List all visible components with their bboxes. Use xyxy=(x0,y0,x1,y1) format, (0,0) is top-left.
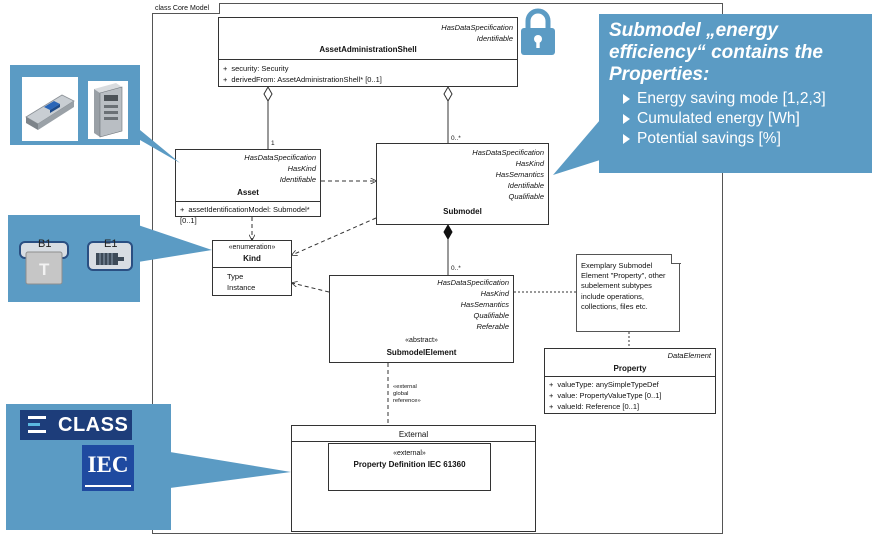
class-submodel-element[interactable]: HasDataSpecification HasKind HasSemantic… xyxy=(329,275,514,363)
attribute-row: +valueId: Reference [0..1] xyxy=(549,402,640,411)
package-title: External xyxy=(398,430,429,439)
type-letter: T xyxy=(39,260,50,279)
lock-icon xyxy=(521,8,555,55)
attribute-list: +assetIdentificationModel: Submodel* [0.… xyxy=(176,201,320,225)
attribute-list: +valueType: anySimpleTypeDef +value: Pro… xyxy=(545,376,715,414)
attribute-row: +derivedFrom: AssetAdministrationShell* … xyxy=(223,75,382,84)
class-name: Asset xyxy=(237,188,259,197)
multiplicity-asset: 1 xyxy=(271,140,275,147)
abstract-marker: «abstract» xyxy=(405,337,438,344)
stereotype-identifiable: Identifiable xyxy=(507,181,544,190)
class-property[interactable]: DataElement Property +valueType: anySimp… xyxy=(544,348,716,414)
attribute-row: +assetIdentificationModel: Submodel* [0.… xyxy=(180,205,310,225)
attribute-list: +security: Security +derivedFrom: AssetA… xyxy=(219,59,517,88)
instance-tag-icon xyxy=(87,241,133,271)
stereotype-haskind: HasKind xyxy=(515,159,544,168)
class-name: Property Definition IEC 61360 xyxy=(353,460,466,469)
stereotype-external: «external» xyxy=(393,450,426,457)
list-item: Energy saving mode [1,2,3] xyxy=(609,89,862,109)
stereotype-haskind: HasKind xyxy=(287,164,316,173)
frame-title: class Core Model xyxy=(152,3,221,14)
callout-title: Submodel „energy efficiency“ contains th… xyxy=(609,20,823,85)
literal-type: Type xyxy=(227,272,244,281)
callout-submodel-energy: Submodel „energy efficiency“ contains th… xyxy=(599,14,872,173)
type-tag-label: B1 xyxy=(38,238,52,250)
list-item: Cumulated energy [Wh] xyxy=(609,109,862,129)
class-name: Submodel xyxy=(443,207,482,216)
attribute-row: +valueType: anySimpleTypeDef xyxy=(549,380,659,389)
iec-logo: IEC xyxy=(82,445,134,491)
stereotype-hasdataspecification: HasDataSpecification xyxy=(472,148,544,157)
stereotype-hasdataspecification: HasDataSpecification xyxy=(244,153,316,162)
class-name: AssetAdministrationShell xyxy=(319,45,417,54)
literal-list: Type Instance xyxy=(213,267,291,296)
class-name: Kind xyxy=(243,254,261,263)
stereotype-hassemantics: HasSemantics xyxy=(495,170,544,179)
class-diagram-frame xyxy=(152,3,723,534)
stereotype-hassemantics: HasSemantics xyxy=(460,300,509,309)
instance-tag-label: E1 xyxy=(104,238,118,250)
literal-instance: Instance xyxy=(227,283,256,292)
stereotype-identifiable: Identifiable xyxy=(279,175,316,184)
stereotype-identifiable: Identifiable xyxy=(476,34,513,43)
attribute-row: +security: Security xyxy=(223,64,289,73)
stereotype-hasdataspecification: HasDataSpecification xyxy=(441,23,513,32)
multiplicity-element: 0..* xyxy=(451,265,461,272)
stereotype-dataelement: DataElement xyxy=(667,351,711,360)
enum-kind[interactable]: «enumeration» Kind Type Instance xyxy=(212,240,292,296)
controller-product-image xyxy=(88,81,128,139)
class-name: Property xyxy=(613,364,647,373)
class-submodel[interactable]: HasDataSpecification HasKind HasSemantic… xyxy=(376,143,549,225)
stereotype-referable: Referable xyxy=(476,322,509,331)
type-tag-icon xyxy=(19,241,69,285)
callout-property-list: Energy saving mode [1,2,3] Cumulated ene… xyxy=(609,89,862,149)
multiplicity-submodel: 0..* xyxy=(451,135,461,142)
stereotype-haskind: HasKind xyxy=(480,289,509,298)
stereotype-hasdataspecification: HasDataSpecification xyxy=(437,278,509,287)
reference-label: «external global reference» xyxy=(393,384,421,404)
class-property-definition[interactable]: «external» Property Definition IEC 61360 xyxy=(328,443,491,491)
class-name: SubmodelElement xyxy=(386,348,457,357)
eclass-logo: CLASS xyxy=(20,410,132,440)
class-asset[interactable]: HasDataSpecification HasKind Identifiabl… xyxy=(175,149,321,225)
note-fold-corner xyxy=(671,253,682,264)
stereotype-qualifiable: Qualifiable xyxy=(473,311,509,320)
linear-axis-product-image xyxy=(22,77,78,141)
stereotype-enumeration: «enumeration» xyxy=(228,244,276,251)
note-exemplary-property: Exemplary Submodel Element "Property", o… xyxy=(576,254,680,332)
class-asset-administration-shell[interactable]: HasDataSpecification Identifiable AssetA… xyxy=(218,17,518,87)
attribute-row: +value: PropertyValueType [0..1] xyxy=(549,391,662,400)
list-item: Potential savings [%] xyxy=(609,129,862,149)
eclass-mark-icon xyxy=(28,416,50,434)
stereotype-qualifiable: Qualifiable xyxy=(508,192,544,201)
